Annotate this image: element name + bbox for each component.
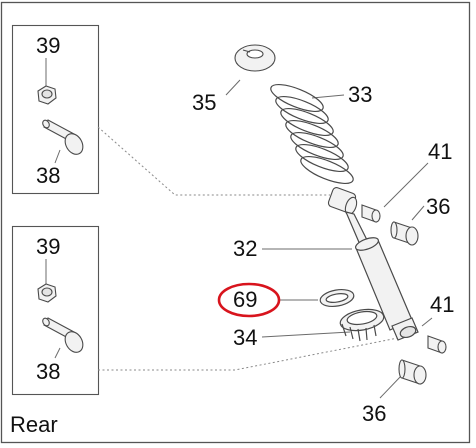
leader-33 — [311, 94, 345, 99]
bushing-icon-41-bottom — [427, 335, 447, 354]
leader-35 — [225, 79, 241, 96]
nut-icon-bottom — [37, 283, 57, 303]
hardware-box-top — [11, 24, 100, 195]
coil-spring-icon — [270, 83, 354, 185]
outer-frame — [0, 1, 471, 444]
callout-32: 32 — [233, 236, 258, 261]
view-caption: Rear — [10, 412, 58, 437]
bolt-icon-bottom — [42, 317, 84, 353]
leader-36-top — [411, 205, 425, 221]
callout-35: 35 — [192, 90, 217, 115]
nut-icon-top — [37, 85, 57, 105]
dotted-connector-top — [97, 126, 330, 196]
highlight-ring — [217, 282, 281, 318]
leader-36-bottom — [379, 374, 403, 399]
seal-ring-icon — [319, 288, 355, 308]
leader-34 — [261, 331, 351, 338]
callout-39-bottom: 39 — [36, 234, 61, 259]
hardware-box-bottom — [11, 225, 100, 396]
callout-39-top: 39 — [36, 33, 61, 58]
callout-41-top: 41 — [428, 139, 453, 164]
dotted-connector-bottom — [98, 337, 399, 371]
callout-36-top: 36 — [426, 194, 451, 219]
leader-41-bottom — [421, 317, 433, 327]
leader-38-top — [54, 149, 61, 164]
adjuster-collar-icon — [339, 308, 385, 342]
leader-41-top — [383, 162, 429, 208]
callout-38-bottom: 38 — [36, 359, 61, 384]
bushing-icon-36-bottom — [398, 359, 427, 385]
callout-34: 34 — [233, 325, 258, 350]
callout-69: 69 — [233, 287, 258, 312]
spring-retainer-icon — [234, 44, 276, 72]
callout-33: 33 — [348, 82, 373, 107]
callout-36-bottom: 36 — [362, 401, 387, 426]
leader-38-bottom — [54, 347, 61, 359]
bushing-icon-36-top — [390, 221, 419, 246]
bolt-icon-top — [42, 119, 84, 155]
shock-absorber-icon — [344, 211, 419, 341]
callout-38-top: 38 — [36, 163, 61, 188]
callout-41-bottom: 41 — [430, 292, 455, 317]
bushing-icon-41-top — [361, 204, 381, 223]
shock-top-eye-icon — [327, 187, 358, 216]
